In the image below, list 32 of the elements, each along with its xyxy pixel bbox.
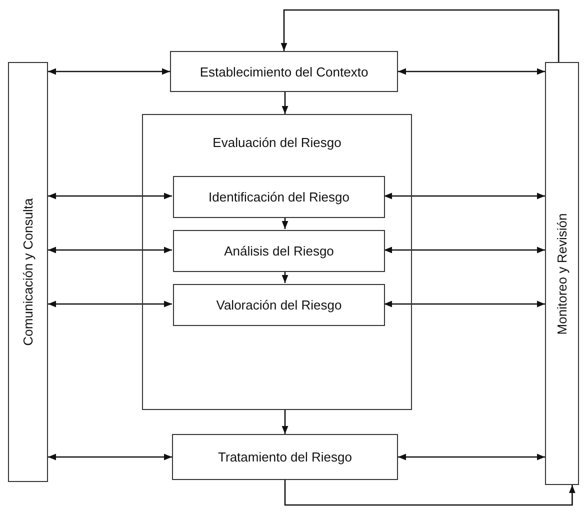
arrow [282, 217, 288, 229]
process-box [173, 230, 385, 272]
arrow [48, 68, 170, 75]
arrow [384, 192, 545, 200]
group-heading: Evaluación del Riesgo [212, 135, 342, 150]
box-label: Comunicación y Consulta [20, 198, 36, 346]
box-label: Establecimiento del Contexto [200, 64, 368, 79]
arrow [398, 454, 545, 460]
process-box [170, 51, 398, 92]
process-box [173, 176, 385, 218]
group-box [142, 114, 412, 410]
arrow [48, 192, 172, 200]
arrow [398, 68, 545, 75]
arrow [282, 410, 288, 434]
arrow [282, 271, 288, 283]
process-box [8, 62, 48, 482]
arrow [282, 92, 288, 114]
box-label: Identificación del Riesgo [208, 190, 350, 204]
arrow [48, 246, 172, 254]
arrow [48, 300, 172, 308]
box-label: Valoración del Riesgo [216, 298, 342, 312]
arrow [384, 246, 545, 254]
box-label: Monitoreo y Revisión [554, 212, 570, 334]
process-box [545, 62, 579, 485]
process-box [173, 284, 385, 326]
arrow [384, 300, 545, 308]
arrow [280, 9, 560, 62]
arrow [284, 480, 576, 506]
process-box [172, 434, 398, 480]
arrow [48, 454, 172, 460]
box-label: Tratamiento del Riesgo [218, 450, 352, 464]
box-label: Análisis del Riesgo [224, 244, 334, 258]
